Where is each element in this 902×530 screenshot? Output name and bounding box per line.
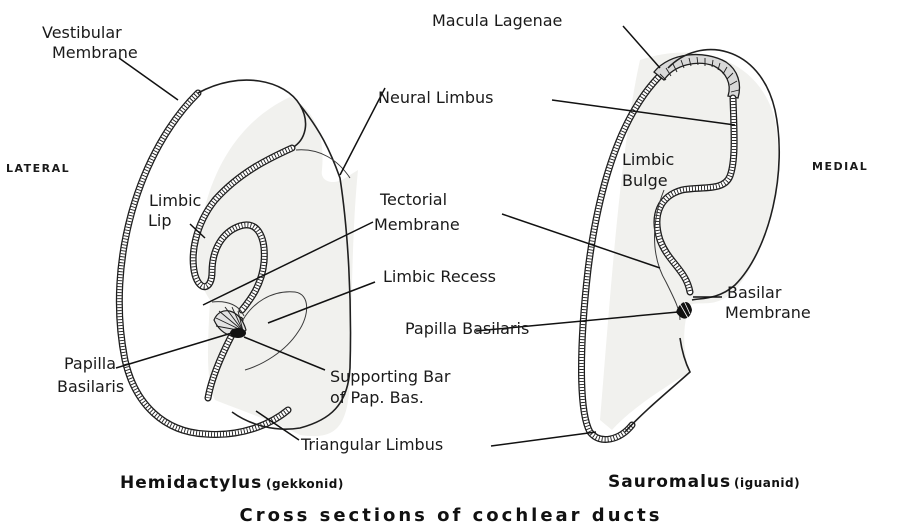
label-papilla-basilaris-left-2: Basilaris — [57, 377, 124, 396]
label-papilla-basilaris-right: Papilla Basilaris — [405, 319, 529, 338]
label-triangular-limbus: Triangular Limbus — [300, 435, 443, 454]
label-papilla-basilaris-left-1: Papilla — [64, 354, 116, 373]
figure-title: Cross sections of cochlear ducts — [239, 505, 662, 526]
leader-triangular-limbus-right — [491, 432, 596, 446]
hemidactylus-cross-section — [119, 80, 358, 436]
label-tectorial-membrane-2: Membrane — [374, 215, 460, 234]
label-vestibular-membrane-1: Vestibular — [42, 23, 122, 42]
caption-left-genus: Hemidactylus — [120, 473, 262, 493]
label-macula-lagenae: Macula Lagenae — [432, 11, 562, 30]
label-basilar-membrane-1: Basilar — [727, 283, 782, 302]
label-supporting-bar-1: Supporting Bar — [330, 367, 451, 386]
label-limbic-bulge-1: Limbic — [622, 150, 674, 169]
label-neural-limbus: Neural Limbus — [378, 88, 493, 107]
leader-vestibular-membrane — [119, 58, 178, 100]
label-limbic-recess: Limbic Recess — [383, 267, 496, 286]
label-vestibular-membrane-2: Membrane — [52, 43, 138, 62]
label-limbic-lip-1: Limbic — [149, 191, 201, 210]
label-limbic-bulge-2: Bulge — [622, 171, 668, 190]
label-medial: MEDIAL — [812, 160, 868, 173]
label-supporting-bar-2: of Pap. Bas. — [330, 388, 424, 407]
label-tectorial-membrane-1: Tectorial — [379, 190, 447, 209]
label-basilar-membrane-2: Membrane — [725, 303, 811, 322]
label-lateral: LATERAL — [6, 162, 70, 175]
caption-left-family: (gekkonid) — [266, 477, 344, 491]
label-limbic-lip-2: Lip — [148, 211, 172, 230]
caption-right-genus: Sauromalus — [608, 472, 731, 492]
caption-right-family: (iguanid) — [734, 476, 800, 490]
